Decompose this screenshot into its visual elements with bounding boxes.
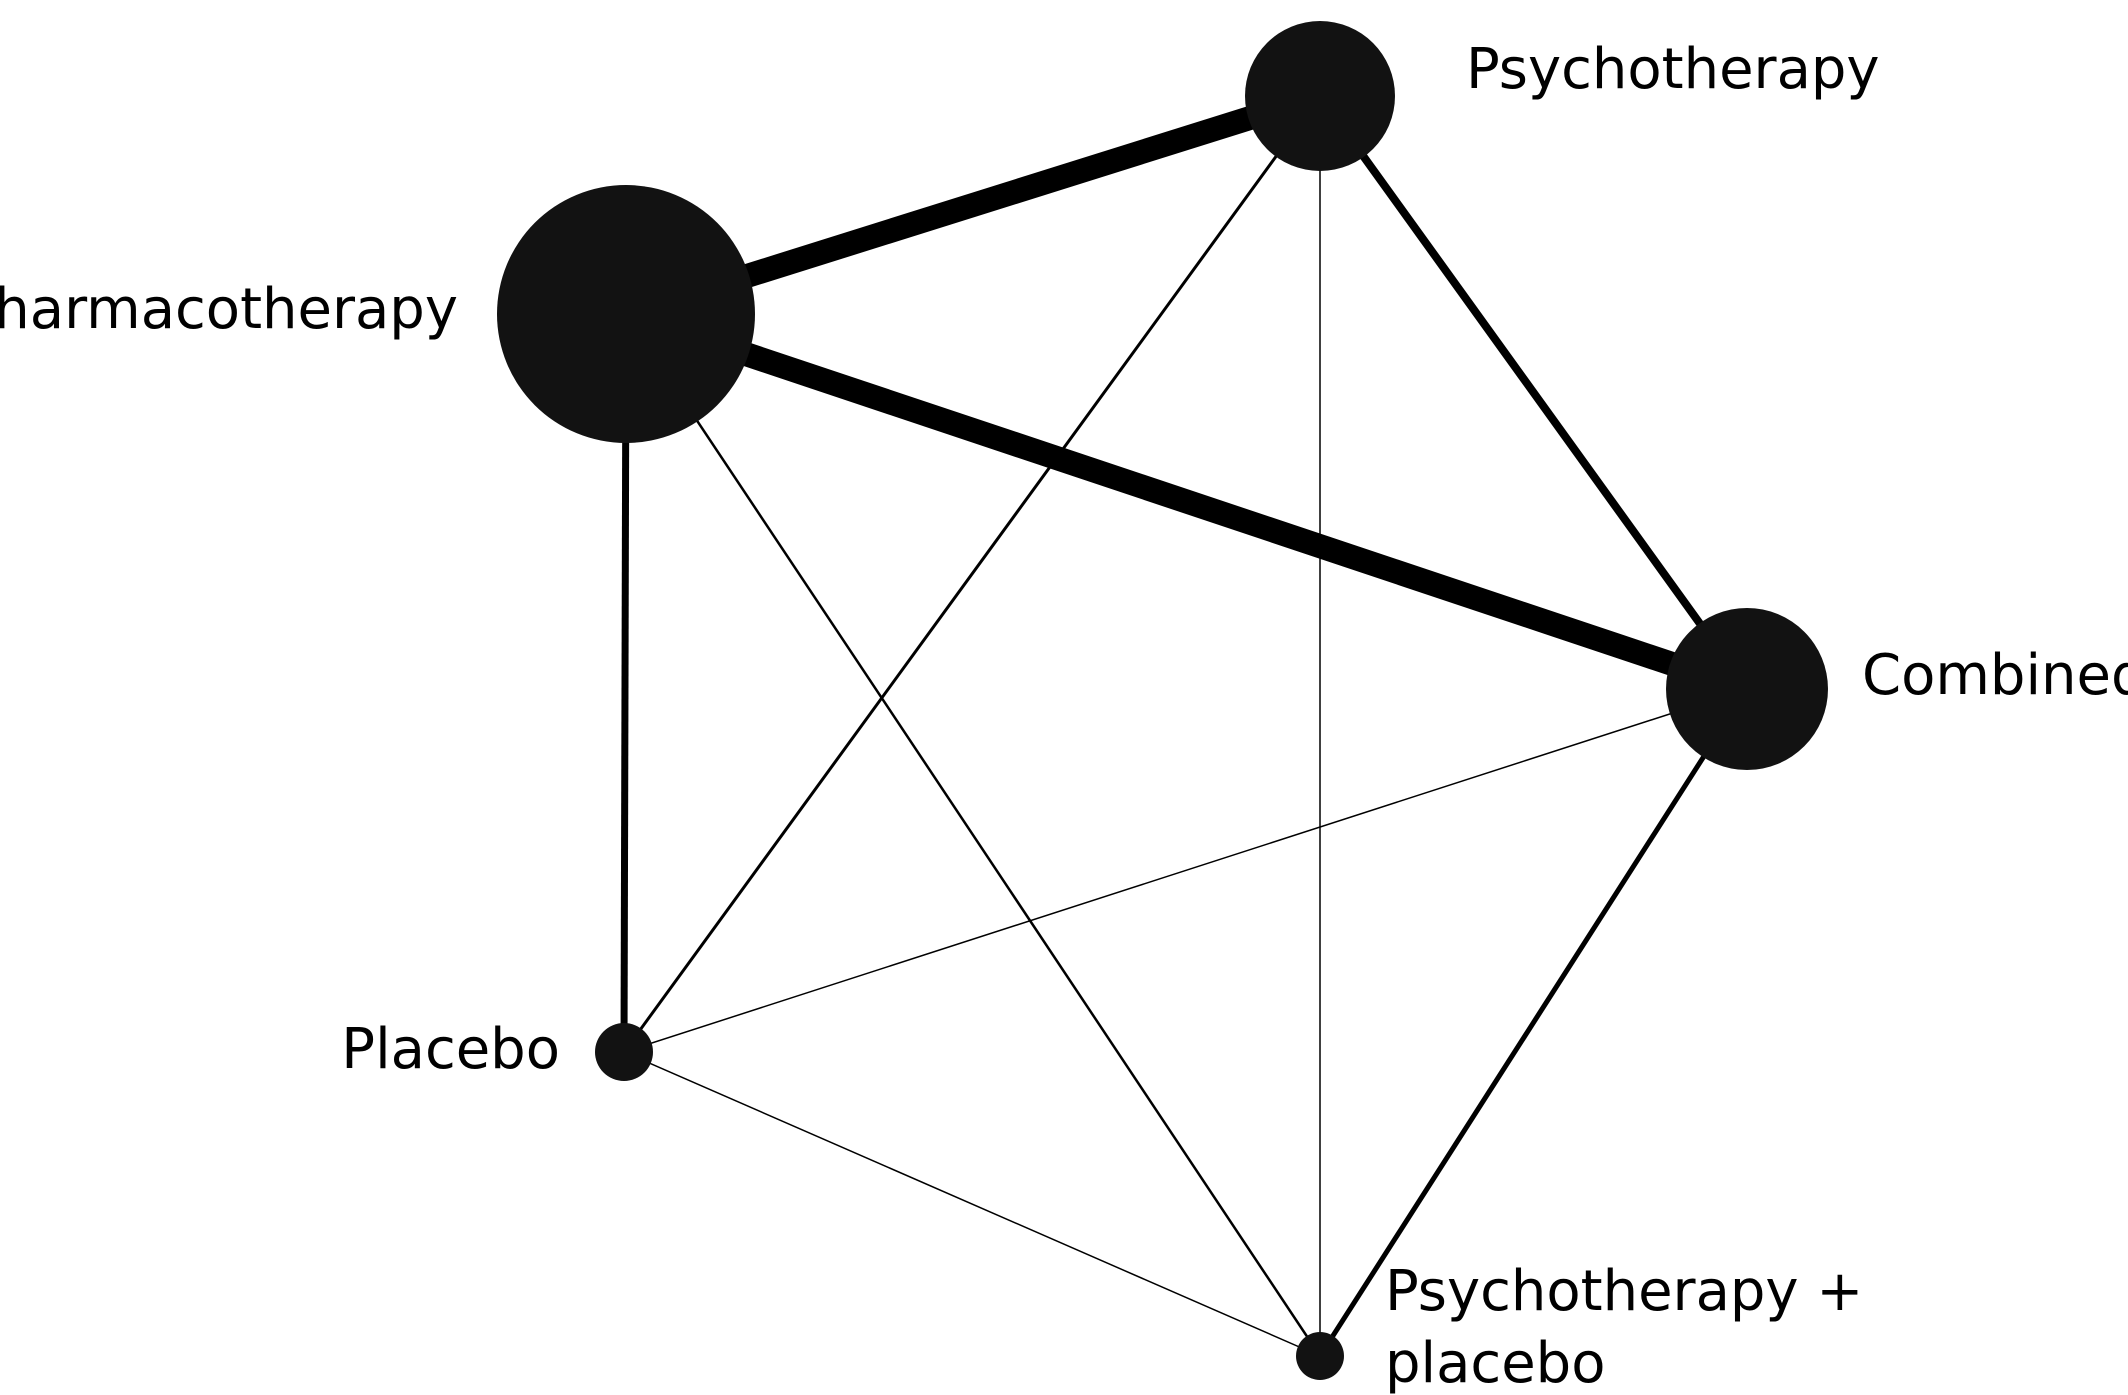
edge-combined-placebo [623, 688, 1748, 1053]
edges-layer [620, 84, 1751, 1358]
node-label-line: Psychotherapy [1466, 37, 1880, 102]
node-label-line: Placebo [341, 1017, 560, 1082]
edge-pharmacotherapy-combined [622, 302, 1751, 701]
edge-placebo-psychotherapy-placebo [623, 1051, 1321, 1357]
node-psychotherapy [1245, 21, 1395, 171]
node-psychotherapy-placebo [1296, 1332, 1344, 1380]
node-label-psychotherapy-placebo: Psychotherapy + placebo [1385, 1259, 1863, 1395]
edge-pharmacotherapy-psychotherapy-placebo [624, 313, 1322, 1357]
node-label-line: Psychotherapy + [1385, 1259, 1863, 1324]
node-label-placebo: Placebo [341, 1017, 560, 1082]
edge-psychotherapy-placebo [622, 95, 1322, 1053]
node-label-line: Combined [1862, 643, 2128, 708]
node-combined [1666, 608, 1828, 770]
node-pharmacotherapy [497, 185, 755, 443]
nodes-layer [497, 21, 1828, 1380]
node-label-pharmacotherapy: Pharmacotherapy [0, 277, 458, 342]
node-label-combined: Combined [1862, 643, 2128, 708]
edge-psychotherapy-combined [1316, 93, 1751, 692]
edge-combined-psychotherapy-placebo [1317, 687, 1750, 1358]
node-label-psychotherapy: Psychotherapy [1466, 37, 1880, 102]
node-label-line: Pharmacotherapy [0, 277, 458, 342]
labels-layer: PsychotherapyPharmacotherapyCombinedPlac… [0, 37, 2128, 1395]
node-label-line: placebo [1385, 1331, 1605, 1395]
node-placebo [595, 1023, 653, 1081]
